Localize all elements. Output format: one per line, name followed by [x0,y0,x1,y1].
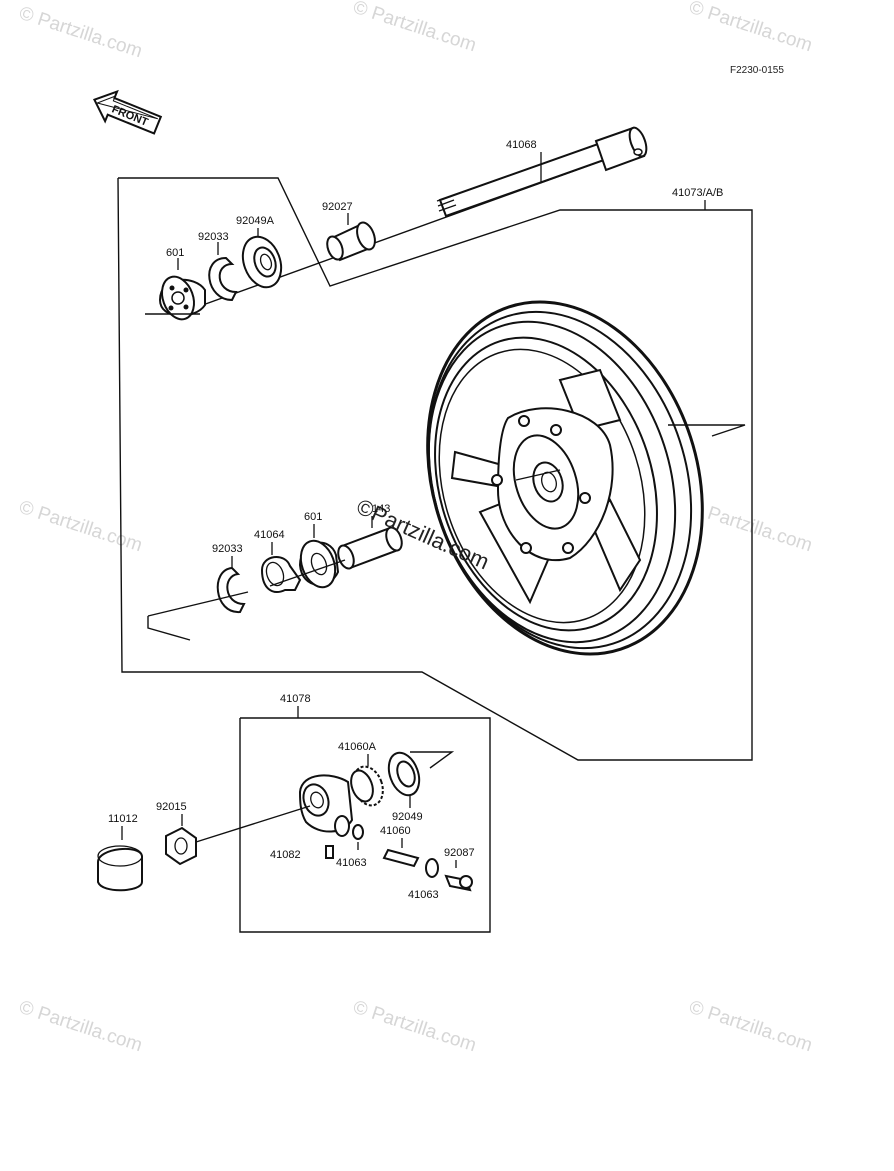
label-collar-mid: 143 [372,503,390,515]
label-retainer: 41064 [254,529,285,541]
watermark: © Partzilla.com [350,0,478,56]
washer-41063-a [352,824,364,850]
label-axle: 41068 [506,139,537,151]
pin-41082 [325,845,334,859]
label-pin: 41082 [270,849,301,861]
label-bearing-top: 92049A [236,215,275,227]
gear-housing-outline [239,717,491,933]
seal-92049 [387,751,455,808]
label-gear: 41060A [338,741,377,753]
label-cap: 11012 [108,813,138,825]
label-collar-top: 92027 [322,201,353,213]
circlip-92033-mid [147,556,346,641]
label-circlip-mid: 92033 [212,543,243,555]
washer-41063-b [425,858,439,878]
bearing-601-mid [298,524,340,589]
label-pinion: 41060 [380,825,411,837]
watermark: © Partzilla.com [16,497,144,557]
label-bearing601-mid: 601 [304,511,322,523]
watermark: © Partzilla.com [350,997,478,1057]
label-washer-a: 41063 [336,857,367,869]
bearing-601-top [145,258,206,321]
watermark: © Partzilla.com [16,3,144,63]
nut-92015 [165,814,197,866]
gear-housing-41078 [195,706,354,843]
wheel-41073 [426,200,746,656]
cap-11012 [97,826,143,892]
watermark: © Partzilla.com [686,0,814,56]
label-seal: 92049 [392,811,423,823]
washer-fork-tab [334,815,350,837]
watermark: © Partzilla.com [16,997,144,1057]
screw-92087 [444,860,473,892]
wheel-group-outline [117,177,753,761]
part-labels: 41068 41073/A/B 92027 92049A 92033 601 1… [108,139,723,901]
collar-92027 [326,213,376,262]
label-screw: 92087 [444,847,475,859]
watermark: © Partzilla.com [686,497,814,557]
watermark: © Partzilla.com [686,997,814,1057]
bearing-92049a [241,228,283,289]
front-arrow-icon: FRONT [93,89,163,135]
label-wheel: 41073/A/B [672,187,723,199]
collar-143 [337,516,403,570]
gear-41060a [350,754,384,807]
label-washer-b: 41063 [408,889,439,901]
pinion-41060 [382,838,420,868]
label-gear-housing: 41078 [280,693,311,705]
circlip-92033-top [208,242,238,302]
label-bearing601-top: 601 [166,247,184,259]
label-circlip-top: 92033 [198,231,229,243]
retainer-41064 [260,542,302,593]
diagram-code: F2230-0155 [730,65,784,76]
label-nut: 92015 [156,801,187,813]
